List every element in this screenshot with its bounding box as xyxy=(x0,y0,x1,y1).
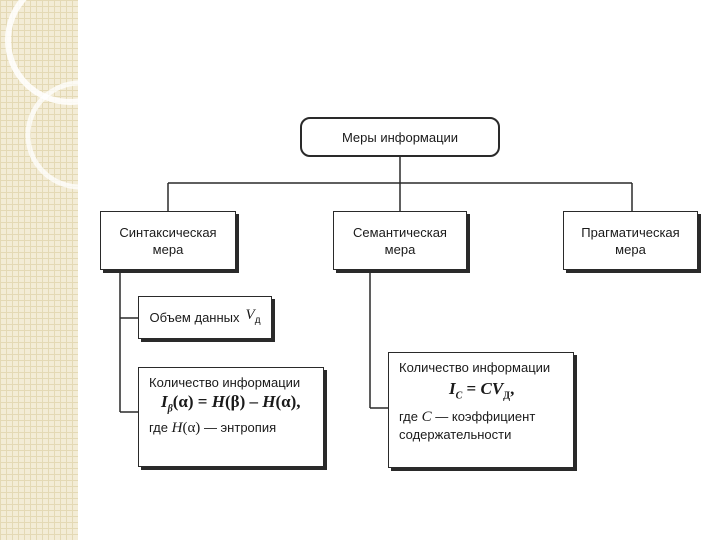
syntactic-where-line: где H(α) — энтропия xyxy=(149,420,277,437)
syntactic-label-2: мера xyxy=(152,241,184,257)
semantic-where-line: где C — коэффициент xyxy=(399,409,536,426)
semantic-measure-node: Семантическая мера xyxy=(333,211,467,270)
pragmatic-label-2: мера xyxy=(615,241,646,257)
semantic-where-line-2: содержательности xyxy=(399,427,512,443)
syntactic-quantity-label: Количество информации xyxy=(149,375,301,390)
semantic-formula: IC = CVД, xyxy=(449,379,515,402)
root-node: Меры информации xyxy=(300,117,500,157)
data-volume-node: Объем данных Vд xyxy=(138,296,272,339)
semantic-label-2: мера xyxy=(384,241,416,257)
syntactic-label-1: Синтаксическая xyxy=(119,224,217,240)
pragmatic-label-1: Прагматическая xyxy=(581,224,680,240)
data-volume-symbol: Vд xyxy=(245,306,261,326)
root-label: Меры информации xyxy=(341,129,459,145)
data-volume-label: Объем данных xyxy=(149,310,240,325)
decorative-circles xyxy=(5,0,78,190)
decorative-side-strip xyxy=(0,0,78,540)
syntactic-formula: Iβ(α) = H(β) – H(α), xyxy=(161,392,301,415)
semantic-quantity-node: Количество информации IC = CVД, где C — … xyxy=(388,352,574,468)
syntactic-measure-node: Синтаксическая мера xyxy=(100,211,236,270)
syntactic-quantity-node: Количество информации Iβ(α) = H(β) – H(α… xyxy=(138,367,324,467)
pragmatic-measure-node: Прагматическая мера xyxy=(563,211,698,270)
semantic-label-1: Семантическая xyxy=(353,224,447,240)
semantic-quantity-label: Количество информации xyxy=(399,360,551,375)
